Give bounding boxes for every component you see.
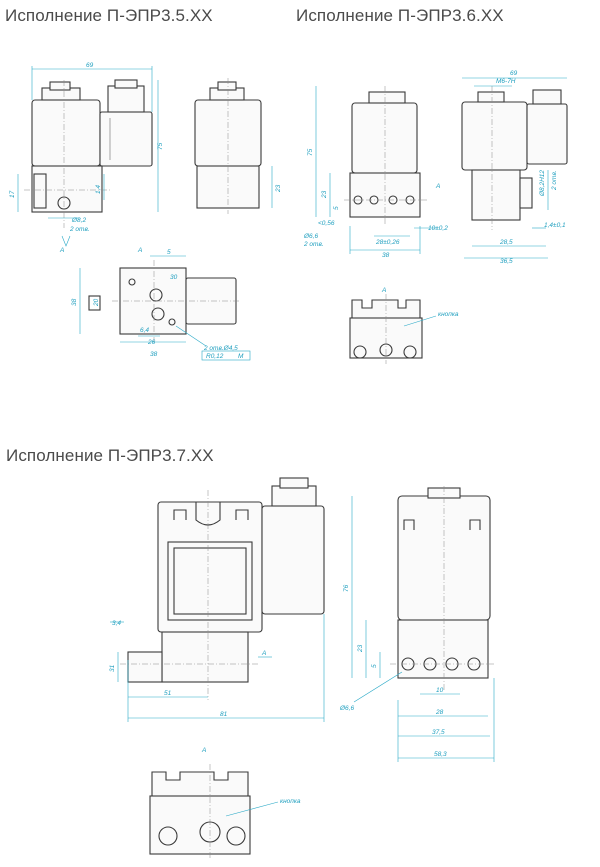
dim-r365-36: 36,5 [500, 258, 513, 265]
dim-top-20-35: 20 [93, 298, 100, 307]
dim-hole-37: Ø6,6 [339, 705, 354, 712]
dim-w28-37: 28 [435, 709, 444, 716]
dim-view-37: А [261, 650, 266, 657]
dim-s31-37: 31 [109, 664, 116, 672]
dim-bottom-view-36: А [381, 287, 386, 294]
bottom-view-37 [149, 764, 279, 860]
dim-top-64-35: 6,4 [140, 327, 149, 334]
dim-width-36: 69 [510, 70, 518, 77]
dim-view-36: А [435, 183, 440, 190]
dim-tol-36: <0,56 [318, 220, 335, 227]
dim-total-36: 38 [382, 252, 390, 259]
dim-side-35: 17 [9, 190, 16, 198]
dim-button-37: кнопка [280, 798, 301, 805]
dim-width-35: 69 [86, 62, 94, 69]
dim-button-36: кнопка [438, 311, 459, 318]
dim-s34-37: 3,4 [112, 620, 121, 627]
dim-top-38-35: 38 [71, 298, 78, 306]
dim-r285-36: 28,5 [499, 239, 513, 246]
dim-hole-count-36: 2 отв. [303, 241, 324, 248]
dim-holes-35: 2 отв.Ø4,5 [203, 345, 238, 352]
side-view-35 [194, 78, 273, 214]
dim-top-30-35: 30 [170, 274, 178, 281]
heading-variant-37: Исполнение П-ЭПР3.7.XX [6, 446, 214, 465]
front-view-37 [110, 477, 325, 722]
front-view-35 [17, 66, 159, 247]
dim-w583-37: 58,3 [434, 751, 447, 758]
dim-height-35: 75 [157, 142, 164, 150]
dim-hole-35: Ø8,2 [71, 217, 86, 224]
dim-side-holes-36: Ø8,2Н12 [539, 170, 546, 197]
front-view-36 [315, 86, 438, 254]
dim-w10-37: 10 [436, 687, 444, 694]
dim-thread-36: М6-7Н [496, 78, 516, 85]
dim-view-top-35: А [137, 247, 142, 254]
side-view-37 [351, 486, 495, 762]
dim-s81-37: 81 [220, 711, 228, 718]
bottom-view-36 [349, 294, 437, 364]
dim-top-5-35: 5 [167, 249, 171, 256]
side-view-36 [461, 77, 568, 259]
dim-hole-count-35: 2 отв. [69, 226, 90, 233]
dim-top-38b-35: 38 [150, 351, 158, 358]
dim-h76-37: 76 [343, 584, 350, 592]
dim-bottom-view-37: А [201, 747, 206, 754]
dim-w375-37: 37,5 [432, 729, 445, 736]
dim-s51-37: 51 [164, 690, 172, 697]
top-view-35 [79, 255, 251, 361]
dim-hole-36: Ø6,6 [303, 233, 318, 240]
dim-tol-mark-35: М [238, 353, 244, 360]
dim-view-35: А [59, 247, 64, 254]
dim-side-count-36: 2 отв. [551, 170, 558, 191]
dim-pitch-36: 10±0,2 [428, 225, 448, 232]
dim-spacing-36: 28±0,26 [375, 239, 400, 246]
dim-tol-35: R0,12 [206, 353, 224, 360]
dim-h5-36: 5 [333, 206, 340, 210]
heading-variant-36: Исполнение П-ЭПР3.6.XX [296, 6, 504, 25]
dim-right-h-35: 23 [275, 184, 282, 193]
dim-small-35: 1,4 [95, 185, 102, 194]
dim-top-26-35: 26 [147, 339, 156, 346]
dim-h23-36: 23 [321, 190, 328, 199]
dim-h5-37: 5 [371, 664, 378, 668]
heading-variant-35: Исполнение П-ЭПР3.5.XX [5, 6, 213, 25]
dim-r14-36: 1,4±0,1 [544, 222, 566, 229]
dim-h23-37: 23 [357, 644, 364, 653]
dim-height-36: 75 [307, 148, 314, 156]
